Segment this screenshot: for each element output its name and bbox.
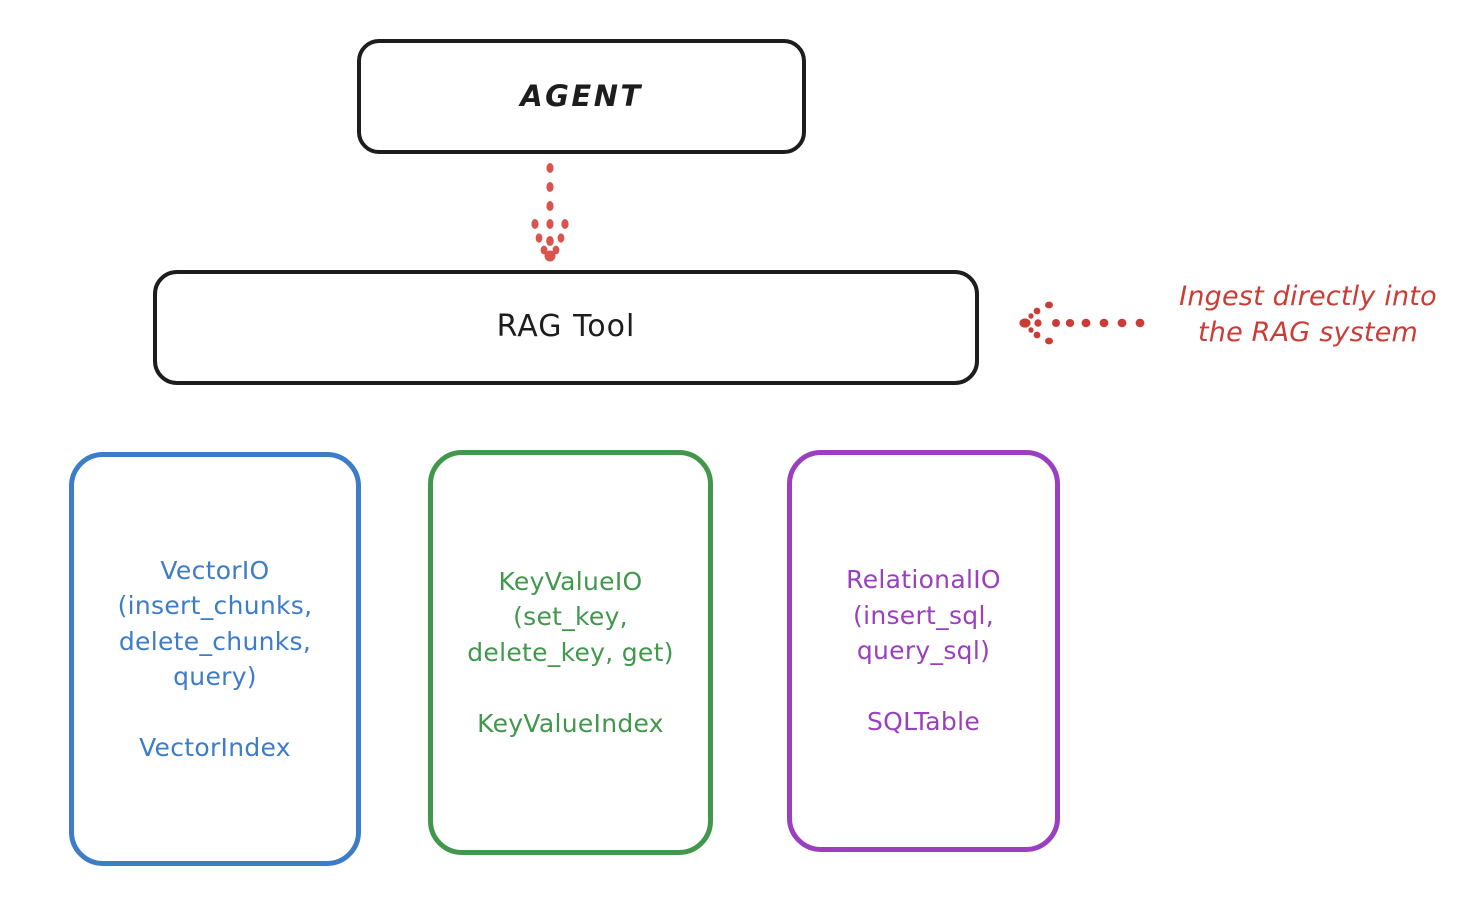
relational-io-node-label: RelationalIO (insert_sql, query_sql) SQL…	[846, 565, 1001, 737]
ingest-to-rag-tool-arrow	[1019, 301, 1145, 345]
agent-node-label: AGENT	[520, 78, 643, 113]
ingest-annotation-text: Ingest directly into the RAG system	[1179, 281, 1437, 348]
relational-io-node[interactable]: RelationalIO (insert_sql, query_sql) SQL…	[787, 450, 1060, 852]
rag-tool-node[interactable]: RAG Tool	[153, 270, 979, 385]
key-value-io-node-label: KeyValueIO (set_key, delete_key, get) Ke…	[467, 566, 674, 738]
vector-io-node[interactable]: VectorIO (insert_chunks, delete_chunks, …	[69, 452, 361, 866]
agent-node[interactable]: AGENT	[357, 39, 806, 154]
agent-to-rag-tool-arrow	[531, 163, 569, 262]
vector-io-node-label: VectorIO (insert_chunks, delete_chunks, …	[117, 555, 313, 763]
rag-tool-node-label: RAG Tool	[496, 309, 636, 345]
key-value-io-node[interactable]: KeyValueIO (set_key, delete_key, get) Ke…	[428, 450, 713, 855]
